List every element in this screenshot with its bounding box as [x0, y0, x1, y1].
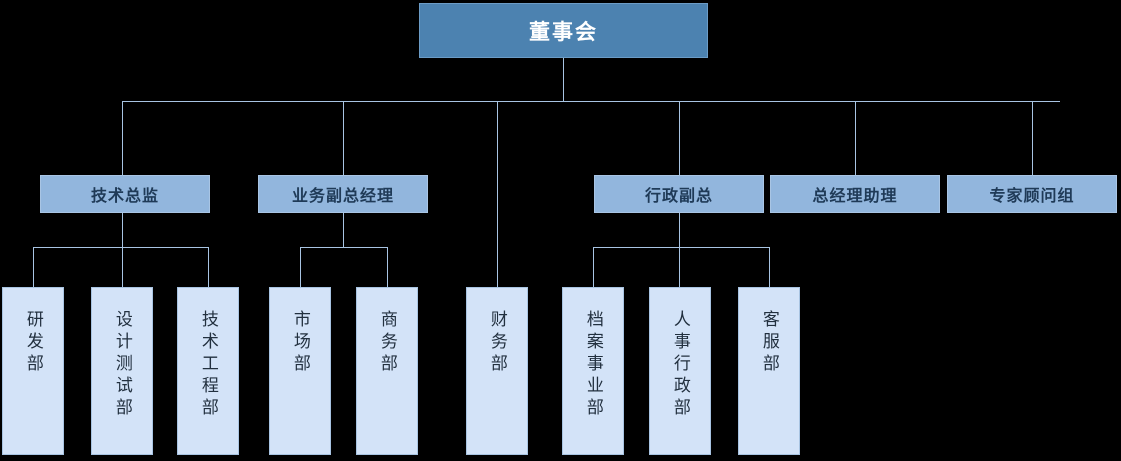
- org-node-label: 研发部: [23, 310, 43, 376]
- org-node-label: 技术工程部: [198, 310, 218, 420]
- connector-biz-stem: [343, 213, 344, 247]
- org-node-n13[interactable]: 人事行政部: [649, 287, 711, 455]
- connector-board-bus: [122, 101, 1060, 102]
- org-node-n7[interactable]: 设计测试部: [91, 287, 153, 455]
- org-node-n3[interactable]: 行政副总: [594, 175, 764, 213]
- org-node-label: 行政副总: [644, 188, 713, 205]
- connector-drop-hr-admin: [679, 247, 680, 287]
- org-node-label: 客服部: [759, 310, 779, 376]
- connector-drop-commerce: [387, 247, 388, 287]
- connector-board-stem: [563, 58, 564, 101]
- org-node-n12[interactable]: 档案事业部: [562, 287, 624, 455]
- org-node-n9[interactable]: 市场部: [269, 287, 331, 455]
- connector-tech-bus: [33, 247, 209, 248]
- org-node-n8[interactable]: 技术工程部: [177, 287, 239, 455]
- org-node-n11[interactable]: 财务部: [466, 287, 528, 455]
- org-node-label: 人事行政部: [670, 310, 690, 420]
- org-node-label: 商务部: [377, 310, 397, 376]
- org-node-n2[interactable]: 业务副总经理: [258, 175, 428, 213]
- org-node-label: 董事会: [529, 20, 598, 44]
- connector-drop-marketing: [300, 247, 301, 287]
- connector-drop-gm-assistant: [855, 101, 856, 175]
- connector-drop-customer-svc: [769, 247, 770, 287]
- org-node-label: 设计测试部: [112, 310, 132, 420]
- org-node-label: 档案事业部: [583, 310, 603, 420]
- connector-admin-stem: [679, 213, 680, 247]
- org-node-label: 财务部: [487, 310, 507, 376]
- org-node-n10[interactable]: 商务部: [356, 287, 418, 455]
- connector-admin-bus: [593, 247, 770, 248]
- org-node-label: 专家顾问组: [989, 188, 1075, 205]
- connector-drop-tech-dir: [122, 101, 123, 175]
- org-node-label: 业务副总经理: [291, 188, 394, 205]
- org-node-n0[interactable]: 董事会: [419, 3, 708, 58]
- org-node-label: 总经理助理: [812, 188, 898, 205]
- connector-biz-bus: [300, 247, 388, 248]
- connector-drop-expert-group: [1032, 101, 1033, 175]
- org-node-n1[interactable]: 技术总监: [40, 175, 210, 213]
- connector-drop-design-test: [122, 247, 123, 287]
- org-node-n14[interactable]: 客服部: [738, 287, 800, 455]
- connector-drop-biz-vp: [343, 101, 344, 175]
- org-node-n4[interactable]: 总经理助理: [770, 175, 940, 213]
- org-node-n6[interactable]: 研发部: [2, 287, 64, 455]
- org-node-n5[interactable]: 专家顾问组: [947, 175, 1117, 213]
- connector-drop-rnd: [33, 247, 34, 287]
- connector-drop-admin-vp: [679, 101, 680, 175]
- org-node-label: 技术总监: [90, 188, 159, 205]
- connector-tech-stem: [122, 213, 123, 247]
- connector-drop-finance-long: [497, 101, 498, 287]
- connector-drop-archive: [593, 247, 594, 287]
- connector-drop-tech-eng: [208, 247, 209, 287]
- org-node-label: 市场部: [290, 310, 310, 376]
